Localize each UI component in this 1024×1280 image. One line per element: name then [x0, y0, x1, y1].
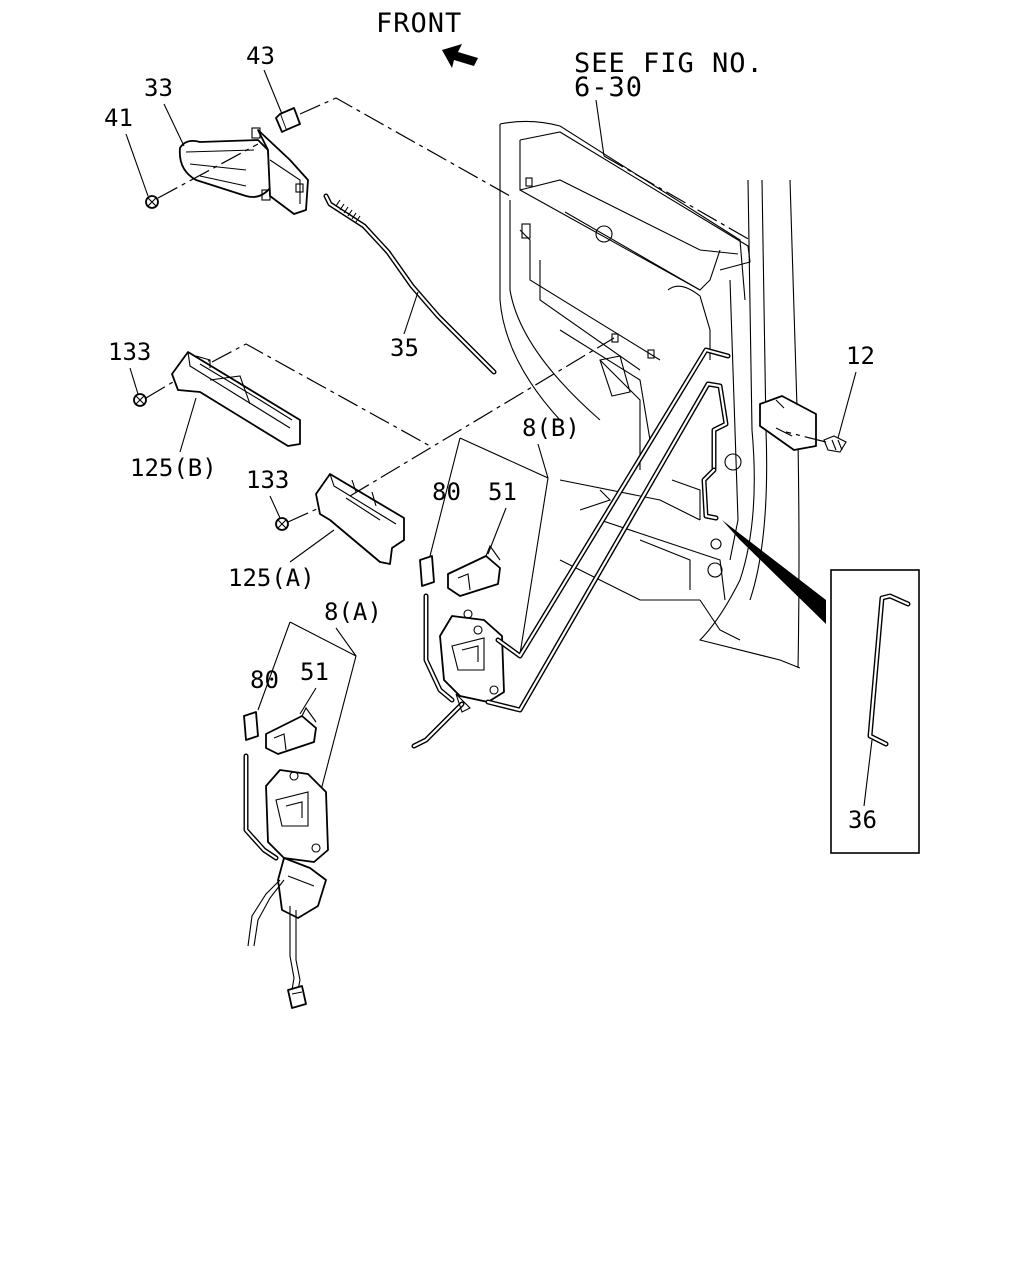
callout-33: 33	[144, 74, 173, 102]
part-51a-connector	[265, 706, 317, 755]
leader-36	[863, 739, 873, 807]
part-125b-bracket	[171, 351, 301, 447]
part-133-screw-lower	[275, 517, 289, 531]
part-8b-door-lock-actuator	[411, 593, 505, 749]
callout-8b: 8(B)	[522, 414, 580, 442]
part-43-clip	[275, 107, 301, 133]
callout-125a: 125(A)	[228, 564, 315, 592]
see-fig-leader	[595, 99, 605, 157]
dashline-125a	[349, 337, 615, 497]
callout-133-upper: 133	[108, 338, 151, 366]
leader-35	[403, 291, 419, 335]
callout-80b: 80	[432, 478, 461, 506]
part-12-striker-screw	[759, 395, 847, 453]
leader-51a	[299, 687, 317, 715]
detail-box	[830, 569, 920, 854]
part-35-rod	[323, 193, 497, 375]
callout-8a: 8(A)	[324, 598, 382, 626]
front-label: FRONT	[376, 8, 462, 39]
part-8a-door-lock-actuator	[243, 753, 329, 1009]
callout-51a: 51	[300, 658, 329, 686]
part-80b-clip	[419, 555, 435, 587]
leader-133-upper	[129, 367, 139, 395]
bracket-8a-left	[257, 621, 291, 711]
callout-36: 36	[848, 806, 877, 834]
leader-43	[263, 69, 283, 115]
leader-51b	[487, 507, 507, 555]
bracket-8b-left	[429, 437, 461, 557]
leader-41	[125, 133, 149, 197]
see-fig-number: 6-30	[574, 72, 643, 103]
part-36-rod	[867, 593, 911, 747]
bracket-8b	[459, 437, 549, 655]
bracket-8a	[289, 621, 357, 795]
part-125a-bracket	[315, 473, 405, 565]
part-41-screw	[145, 195, 159, 209]
part-133-screw-upper	[133, 393, 147, 407]
callout-133-lower: 133	[246, 466, 289, 494]
callout-12: 12	[846, 342, 875, 370]
callout-51b: 51	[488, 478, 517, 506]
dashline-41	[157, 143, 259, 199]
see-fig-dashline	[603, 155, 751, 241]
dashline-12	[785, 431, 827, 443]
leader-12	[837, 371, 857, 439]
leader-125b	[179, 397, 197, 453]
front-arrow-icon	[442, 44, 478, 68]
dashline-125b	[211, 343, 431, 447]
leader-33	[163, 103, 185, 147]
leader-125a	[289, 529, 335, 563]
part-51b-connector	[447, 544, 501, 597]
see-fig-label: SEE FIG NO.	[574, 48, 764, 79]
callout-125b: 125(B)	[130, 454, 217, 482]
part-33-door-handle	[178, 127, 309, 215]
dashline-43	[299, 97, 511, 197]
callout-41: 41	[104, 104, 133, 132]
door-inner-panel	[499, 120, 801, 669]
part-80a-clip	[243, 711, 259, 741]
callout-43: 43	[246, 42, 275, 70]
callout-80a: 80	[250, 666, 279, 694]
leader-133-lower	[269, 495, 281, 519]
detail-pointer-wedge	[722, 520, 826, 624]
part-long-lock-rods	[485, 347, 731, 713]
callout-35: 35	[390, 334, 419, 362]
